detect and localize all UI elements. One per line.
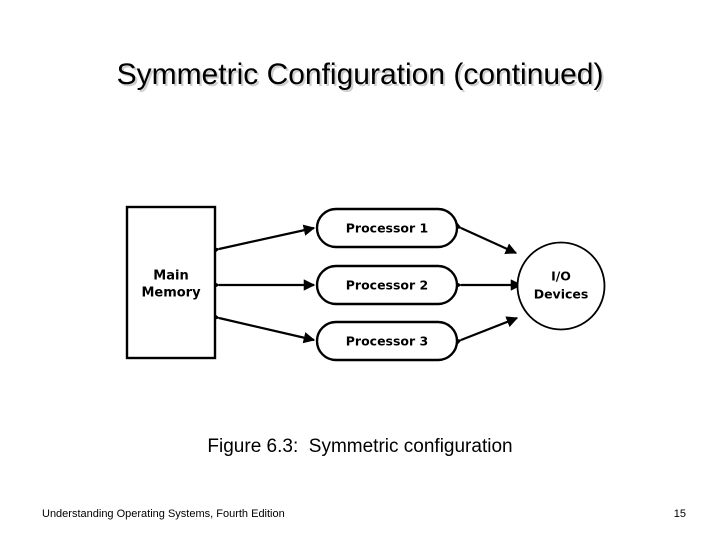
main-memory-label-line2: Memory bbox=[141, 286, 201, 301]
processor-3-node: Processor 3 bbox=[315, 320, 459, 362]
io-devices-node: I/O Devices bbox=[516, 241, 606, 331]
arrow-processor-3-io bbox=[449, 316, 519, 350]
arrow-memory-processor-1 bbox=[207, 224, 316, 257]
io-devices-label-line1: I/O bbox=[551, 269, 571, 284]
processor-1-label: Processor 1 bbox=[346, 221, 428, 236]
processor-3-label: Processor 3 bbox=[346, 334, 428, 349]
footer-source-text: Understanding Operating Systems, Fourth … bbox=[42, 508, 285, 520]
arrow-processor-1-io bbox=[449, 218, 518, 255]
processor-2-label: Processor 2 bbox=[346, 278, 428, 293]
main-memory-label-line1: Main bbox=[153, 269, 188, 284]
page-title: Symmetric Configuration (continued) bbox=[116, 58, 604, 91]
processor-2-node: Processor 2 bbox=[315, 264, 459, 306]
figure-caption: Figure 6.3: Symmetric configuration bbox=[207, 436, 513, 457]
footer: Understanding Operating Systems, Fourth … bbox=[0, 508, 720, 532]
processor-1-node: Processor 1 bbox=[315, 207, 459, 249]
io-devices-label-line2: Devices bbox=[534, 287, 589, 302]
arrow-memory-processor-3 bbox=[207, 310, 316, 344]
page-number: 15 bbox=[673, 508, 686, 520]
main-memory-node: Main Memory bbox=[125, 205, 217, 360]
